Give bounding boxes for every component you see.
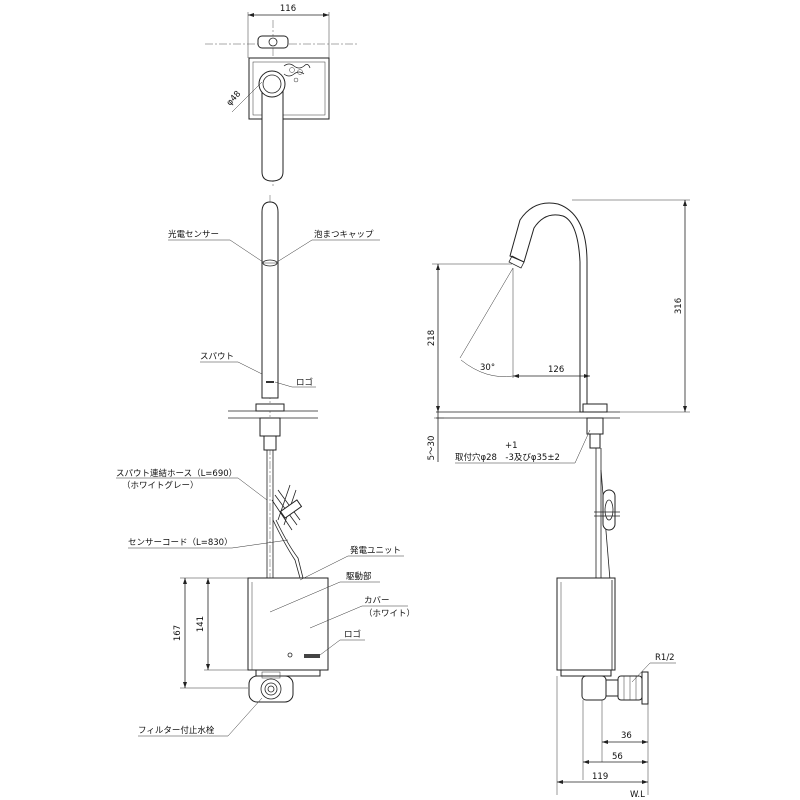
label-filter-valve: フィルター付止水栓 <box>138 725 215 736</box>
label-hose-line2: （ホワイトグレー） <box>122 480 199 491</box>
top-width-dim: 116 <box>280 4 296 14</box>
side-total-height: 316 <box>674 298 684 314</box>
top-view: 116 φ48 <box>205 4 358 186</box>
label-drive: 駆動部 <box>346 571 372 582</box>
front-view: 167 141 光電センサー 泡まつキャップ スパウト ロゴ スパウト連結ホース… <box>116 195 415 737</box>
side-dim-36: 36 <box>621 731 632 741</box>
label-spout: スパウト <box>200 352 234 362</box>
label-cover-line2: （ホワイト） <box>364 608 415 619</box>
side-angle: 30° <box>480 363 495 373</box>
side-hole-spec: 取付穴φ28 -3及びφ35±2 <box>455 452 560 463</box>
label-logo-unit: ロゴ <box>344 629 361 640</box>
side-dim-56: 56 <box>612 752 623 762</box>
label-foam-cap: 泡まつキャップ <box>314 229 374 240</box>
label-logo-spout: ロゴ <box>296 377 313 388</box>
label-generator: 発電ユニット <box>350 546 401 556</box>
side-reach: 126 <box>548 365 564 375</box>
top-diameter-dim: φ48 <box>225 89 243 108</box>
front-inner-height: 141 <box>196 616 206 632</box>
label-hose-line1: スパウト連結ホース（L=690） <box>116 468 237 479</box>
side-outlet-height: 218 <box>427 330 437 346</box>
front-outer-height: 167 <box>173 625 183 641</box>
side-thread-dim: R1/2 <box>655 653 675 663</box>
side-dim-119: 119 <box>592 772 608 782</box>
side-view: R1/2 316 218 30° 126 5～30 +1 取付穴φ28 -3及び… <box>427 199 690 800</box>
label-photo-sensor: 光電センサー <box>168 229 219 240</box>
label-sensor-cord: センサーコード（L=830） <box>128 537 233 548</box>
side-thickness: 5～30 <box>427 436 437 461</box>
side-fit-tolerance: +1 <box>505 441 518 451</box>
label-cover-line1: カバー <box>364 596 390 606</box>
side-wall-line: W.L <box>630 790 645 800</box>
